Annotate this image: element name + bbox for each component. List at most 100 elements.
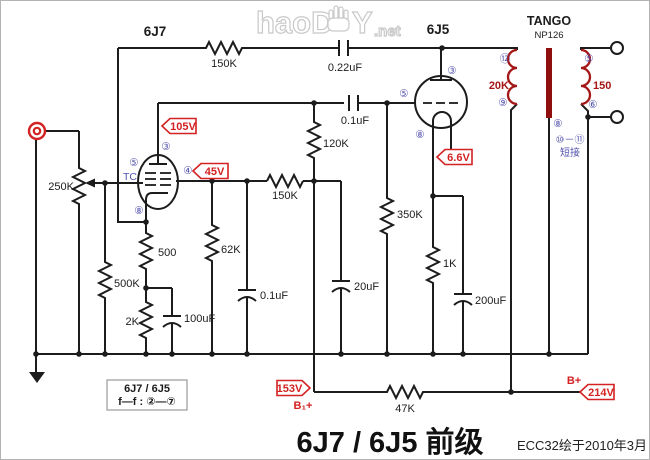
junction-dot bbox=[311, 178, 317, 184]
opt-pin-5: ⑤ bbox=[584, 53, 593, 65]
r-cathode1-upper-label: 500 bbox=[158, 247, 176, 259]
r-supply-drop-label: 47K bbox=[395, 403, 415, 415]
opt-primary-impedance: 20K bbox=[489, 80, 509, 92]
r-screen-shunt-label: 62K bbox=[221, 244, 241, 256]
output-terminal-top bbox=[610, 41, 624, 55]
watermark-text: haoD bbox=[256, 5, 334, 40]
junction-dot bbox=[546, 351, 552, 357]
resistor-500k bbox=[96, 183, 114, 354]
page-title: 6J7 / 6J5 前级 bbox=[297, 425, 484, 459]
junction-dot bbox=[244, 178, 250, 184]
opt-primary-winding bbox=[506, 48, 518, 106]
resistor-150k-screen bbox=[266, 172, 304, 190]
opt-secondary-winding bbox=[580, 48, 592, 106]
junction-dot bbox=[244, 351, 250, 357]
resistor-150k-feedback bbox=[205, 39, 243, 57]
junction-dot bbox=[169, 351, 175, 357]
v1-envelope bbox=[137, 154, 179, 210]
opt-note-pins: ⑩－⑪ bbox=[556, 134, 585, 146]
bplus-name-label: B+ bbox=[567, 375, 581, 387]
tag-cathode2-voltage bbox=[435, 148, 473, 166]
feedback-return-wire bbox=[117, 48, 146, 223]
c-cathode2-label: 200uF bbox=[475, 295, 506, 307]
tag-cathode2-voltage-value: 6.6V bbox=[447, 152, 470, 164]
opt-pin-9: ⑨ bbox=[498, 97, 507, 109]
resistor-47k bbox=[385, 383, 425, 401]
tag-plate1-voltage-value: 105V bbox=[170, 121, 196, 133]
pot-250k bbox=[70, 131, 88, 354]
junction-dot bbox=[33, 351, 39, 357]
hand-palm bbox=[327, 17, 350, 32]
resistor-62k bbox=[203, 181, 221, 354]
v2-title: 6J5 bbox=[427, 22, 450, 37]
junction-dot bbox=[338, 351, 344, 357]
opt-model: NP126 bbox=[534, 30, 563, 41]
junction-dot bbox=[102, 351, 108, 357]
c-screen-label: 0.1uF bbox=[260, 290, 288, 302]
hand-icon bbox=[327, 5, 350, 32]
resistor-120k bbox=[305, 103, 323, 181]
tag-screen1-voltage-value: 45V bbox=[205, 166, 225, 178]
pot-input-label: 250K bbox=[48, 181, 74, 193]
junction-dot bbox=[102, 180, 108, 186]
junction-dot bbox=[508, 389, 514, 395]
credit-note: ECC32绘于2010年3月 bbox=[517, 438, 647, 453]
tag-bplus-voltage-value: 214V bbox=[588, 387, 614, 399]
legend-line1: 6J7 / 6J5 bbox=[124, 383, 170, 395]
c-coupling-label: 0.1uF bbox=[341, 115, 369, 127]
junction-dot bbox=[143, 285, 149, 291]
v1-pin-cathode: ⑧ bbox=[134, 205, 143, 217]
r-grid1-label: 500K bbox=[114, 278, 140, 290]
junction-dot bbox=[384, 351, 390, 357]
r-cathode1-lower-label: 2K bbox=[126, 316, 140, 328]
opt-pin-8: ⑧ bbox=[553, 118, 562, 130]
junction-dot bbox=[384, 100, 390, 106]
tag-bplus-voltage bbox=[578, 383, 615, 401]
secondary-bottom-wire bbox=[580, 103, 611, 118]
resistor-350k bbox=[378, 103, 396, 354]
junction-dot bbox=[311, 100, 317, 106]
output-terminal-bottom bbox=[610, 110, 624, 124]
junction-dot bbox=[585, 114, 591, 120]
v1-pin-screen: ④ bbox=[183, 165, 192, 177]
c-feedback-label: 0.22uF bbox=[328, 62, 363, 74]
opt-pin-12: ⑫ bbox=[500, 53, 511, 65]
r-feedback-label: 150K bbox=[211, 58, 237, 70]
junction-dot bbox=[76, 351, 82, 357]
r-screen-series-label: 150K bbox=[272, 190, 298, 202]
v1-pin-suppressor: ⑤ bbox=[129, 157, 138, 169]
opt-note-shorted: 短接 bbox=[560, 146, 580, 159]
v1-cathode-hook bbox=[145, 192, 168, 222]
c-supply-label: 20uF bbox=[354, 281, 379, 293]
v2-cathode-hook bbox=[432, 111, 452, 150]
watermark-text: Y bbox=[352, 5, 373, 40]
opt-core bbox=[546, 48, 552, 118]
opt-brand: TANGO bbox=[527, 14, 571, 28]
junction-dot bbox=[209, 351, 215, 357]
r-grid2-label: 350K bbox=[397, 209, 423, 221]
junction-dot bbox=[143, 219, 149, 225]
tag-b1-voltage-value: 153V bbox=[277, 383, 303, 395]
junction-dot bbox=[460, 351, 466, 357]
resistor-2k bbox=[137, 288, 155, 354]
v2-pin-plate: ③ bbox=[447, 65, 456, 77]
resistor-1k bbox=[424, 196, 442, 354]
junction-dot bbox=[439, 45, 445, 51]
tag-screen1-voltage bbox=[191, 162, 229, 180]
junction-dot bbox=[209, 178, 215, 184]
opt-secondary-impedance: 150 bbox=[593, 80, 611, 92]
junction-dot bbox=[430, 351, 436, 357]
legend-box bbox=[106, 379, 188, 411]
c-cathode1-label: 100uF bbox=[184, 313, 215, 325]
tag-plate1-voltage bbox=[160, 117, 197, 135]
v2-pin-grid: ⑤ bbox=[399, 88, 408, 100]
primary-return-wire bbox=[510, 103, 518, 392]
r-plate1-label: 120K bbox=[323, 138, 349, 150]
pot-wiper-arrow bbox=[85, 178, 95, 188]
v1-pin-plate: ③ bbox=[161, 141, 170, 153]
resistor-500 bbox=[137, 222, 155, 288]
